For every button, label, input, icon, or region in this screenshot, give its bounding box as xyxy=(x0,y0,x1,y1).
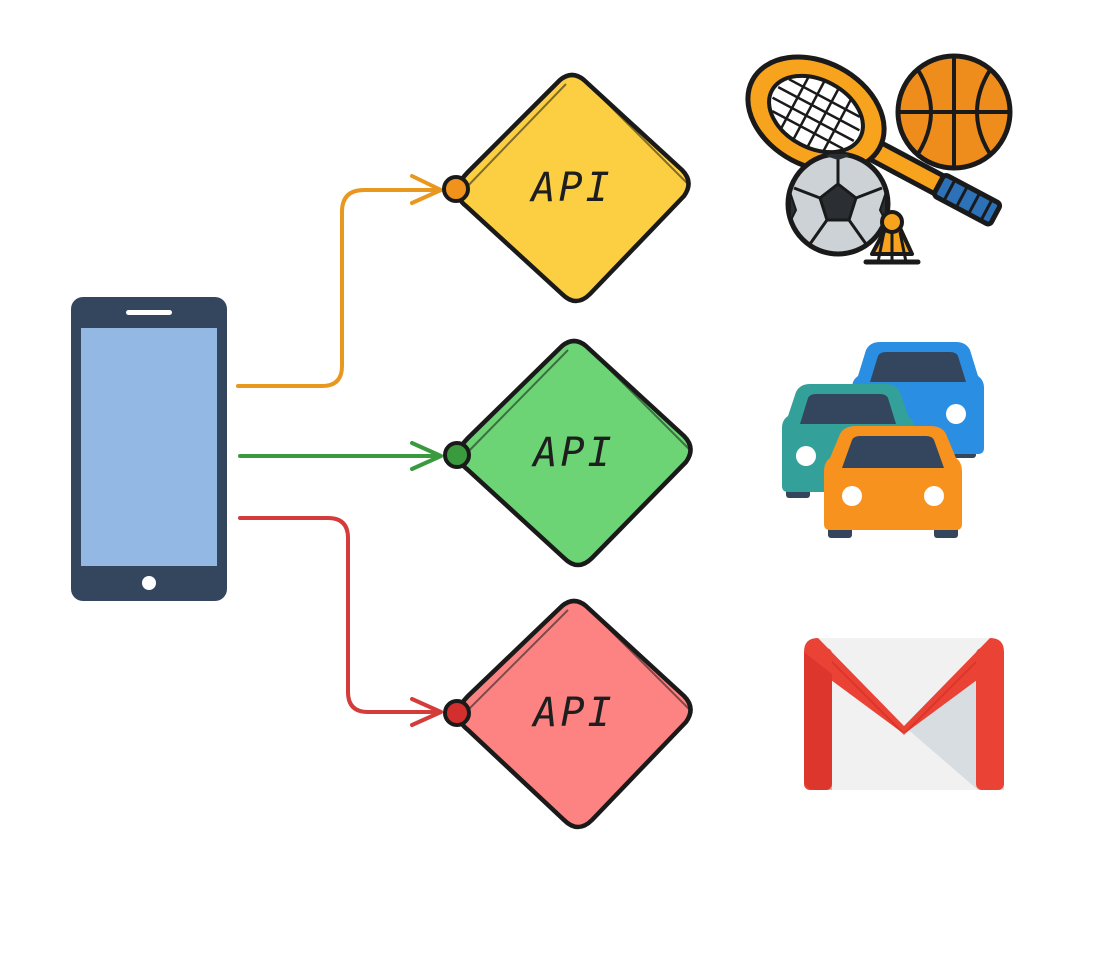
api-node-sports: API xyxy=(442,72,691,304)
api-port-traffic xyxy=(443,441,471,469)
api-label-sports: API xyxy=(528,165,612,211)
sports-equipment-icon xyxy=(745,53,1013,265)
api-label-traffic: API xyxy=(530,430,614,476)
traffic-cars-icon xyxy=(782,342,984,538)
connector-green xyxy=(238,441,443,471)
api-node-mail: API xyxy=(443,598,693,830)
gmail-icon xyxy=(804,638,1004,790)
connector-orange xyxy=(236,174,443,388)
smartphone-icon xyxy=(71,297,227,601)
api-label-mail: API xyxy=(530,690,614,736)
api-port-sports xyxy=(442,175,470,203)
orange-car-icon xyxy=(824,426,962,538)
api-port-mail xyxy=(443,699,471,727)
connector-red xyxy=(238,516,443,727)
api-node-traffic: API xyxy=(443,338,693,568)
